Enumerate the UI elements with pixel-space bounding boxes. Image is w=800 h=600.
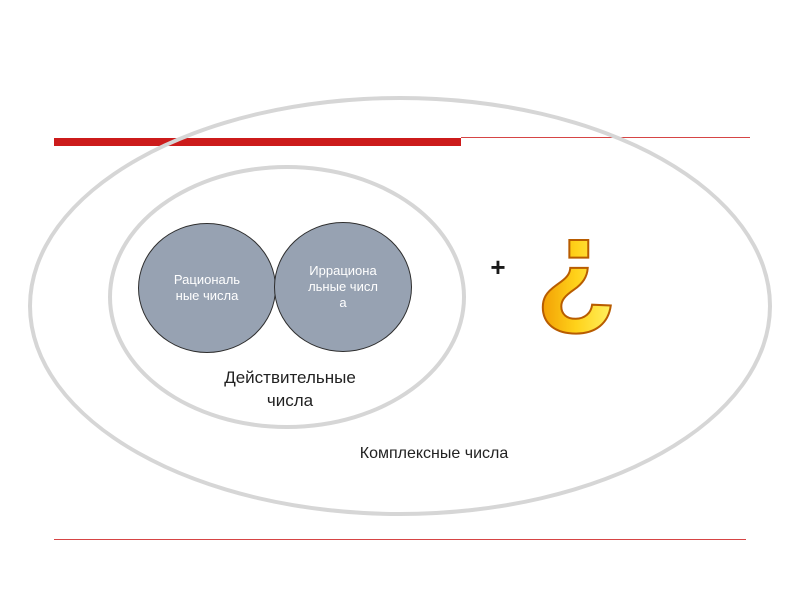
rational-numbers-circle: Рациональные числа xyxy=(138,223,276,353)
rational-numbers-label: Рациональные числа xyxy=(173,272,241,303)
real-numbers-label: Действительные числа xyxy=(224,368,356,410)
plus-symbol: + xyxy=(490,252,506,282)
irrational-numbers-label: Иррациональные числа xyxy=(308,263,378,310)
complex-numbers-ellipse xyxy=(28,96,772,516)
complex-numbers-label: Комплексные числа xyxy=(359,445,509,462)
irrational-numbers-circle: Иррациональные числа xyxy=(274,222,412,352)
question-mark-icon: ? xyxy=(536,220,616,336)
footer-accent-line xyxy=(54,539,746,540)
question-mark-glyph: ? xyxy=(536,220,616,336)
real-numbers-ellipse xyxy=(108,165,466,429)
